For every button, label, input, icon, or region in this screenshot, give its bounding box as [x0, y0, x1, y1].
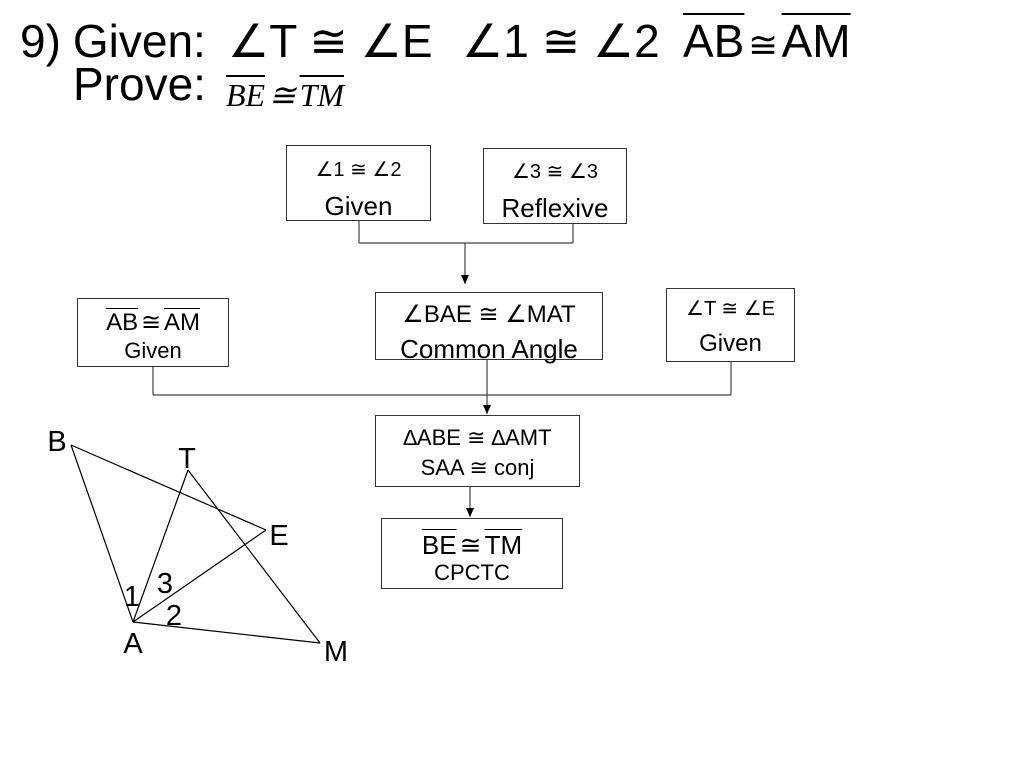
- vertex-label-e: E: [269, 520, 288, 552]
- given-label: Given:: [72, 15, 206, 67]
- proof-statement: ∆ABE ≅ ∆AMT: [403, 425, 552, 450]
- segment-be: [70, 444, 267, 531]
- proof-box-angles-3-3: ∠3 ≅ ∠3 Reflexive: [483, 148, 627, 224]
- prove-statement: BE≅TM: [226, 79, 344, 111]
- proof-reason: Common Angle: [400, 334, 578, 364]
- problem-heading: 9)Given:: [20, 18, 206, 64]
- proof-statement: ∠T ≅ ∠E: [686, 298, 775, 320]
- congruent-symbol: ≅: [268, 77, 296, 113]
- segment-ba: [70, 444, 134, 623]
- segment-tm-text: TM: [484, 530, 523, 560]
- proof-reason: Given: [699, 330, 762, 357]
- proof-box-angles-bae-mat: ∠BAE ≅ ∠MAT Common Angle: [375, 292, 603, 364]
- proof-box-triangles: ∆ABE ≅ ∆AMT SAA ≅ conj: [375, 415, 580, 487]
- given-statement-angles-t-e: ∠T ≅ ∠E: [228, 15, 433, 67]
- proof-reason: Reflexive: [501, 193, 609, 223]
- segment-ae: [132, 529, 267, 623]
- proof-statement: ∠1 ≅ ∠2: [315, 159, 402, 181]
- segment-be-text: BE: [226, 77, 266, 113]
- proof-statement: AB≅AM: [78, 309, 228, 337]
- proof-box-sides-ab-am: AB≅AM Given: [77, 298, 229, 367]
- segment-ab-text: AB: [683, 15, 745, 67]
- angle-label-3: 3: [157, 568, 173, 600]
- proof-reason: Given: [124, 338, 182, 363]
- proof-reason: CPCTC: [434, 560, 510, 585]
- geometry-figure: B T E A M 1 3 2: [47, 426, 348, 668]
- segment-am-text: AM: [781, 15, 851, 67]
- proof-box-conclusion: BE≅TM CPCTC: [381, 518, 563, 589]
- prove-label: Prove:: [73, 58, 206, 110]
- segment-ab-text: AB: [106, 309, 139, 336]
- vertex-label-m: M: [324, 636, 348, 668]
- proof-statement: BE≅TM: [382, 530, 562, 560]
- problem-number: 9): [20, 15, 61, 67]
- congruent-symbol: ≅: [747, 25, 779, 65]
- segment-tm: [187, 469, 321, 644]
- proof-box-angles-t-e: ∠T ≅ ∠E Given: [666, 288, 795, 362]
- congruent-symbol: ≅: [459, 530, 482, 560]
- proof-reason: SAA ≅ conj: [420, 455, 535, 480]
- segment-am-text: AM: [163, 309, 200, 336]
- segment-be-text: BE: [421, 530, 457, 560]
- angle-label-1: 1: [124, 581, 140, 613]
- angle-label-2: 2: [166, 600, 182, 632]
- proof-statement: ∠3 ≅ ∠3: [512, 161, 598, 183]
- segment-tm-text: TM: [299, 77, 345, 113]
- segment-am: [132, 621, 321, 644]
- vertex-label-b: B: [47, 426, 66, 458]
- proof-statement: ∠BAE ≅ ∠MAT: [402, 301, 576, 328]
- proof-box-angles-1-2: ∠1 ≅ ∠2 Given: [286, 145, 431, 221]
- congruent-symbol: ≅: [140, 309, 162, 336]
- given-statement-angles-1-2: ∠1 ≅ ∠2: [462, 15, 660, 67]
- vertex-label-a: A: [123, 628, 143, 660]
- proof-reason: Given: [324, 191, 393, 221]
- segment-at: [132, 469, 189, 623]
- given-statement-sides-ab-am: AB≅AM: [683, 18, 851, 68]
- vertex-label-t: T: [178, 443, 196, 475]
